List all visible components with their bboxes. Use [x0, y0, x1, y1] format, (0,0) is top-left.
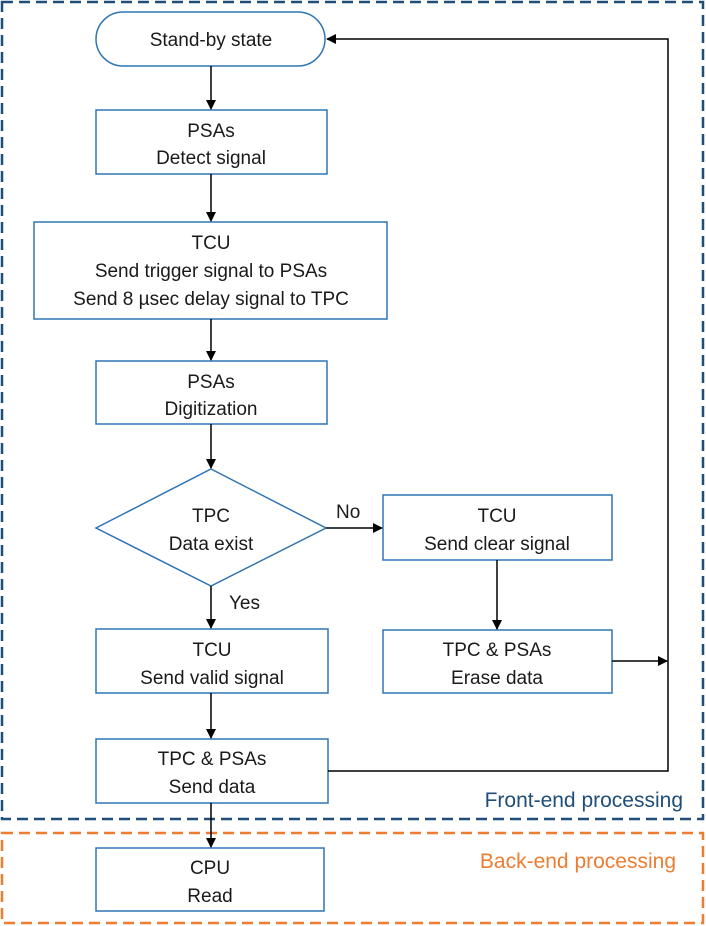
cpu-read-title: CPU: [190, 858, 230, 879]
front-end-region: [0, 0, 705, 821]
tpc-decision-title: TPC: [192, 506, 230, 527]
back-end-region: [0, 831, 705, 925]
tcu-trigger-line2: Send 8 µsec delay signal to TPC: [73, 289, 349, 310]
psa-digitize-node: [95, 360, 328, 425]
cpu-read-desc: Read: [187, 886, 232, 907]
cpu-read-node: [95, 847, 325, 912]
tpc-decision-node: [94, 468, 328, 587]
psa-digitize-title: PSAs: [187, 372, 235, 393]
send-data-node: [95, 738, 329, 804]
arrow-loop-back-to-standby: [326, 34, 669, 772]
psa-detect-title: PSAs: [187, 121, 235, 142]
send-data-title: TPC & PSAs: [158, 749, 267, 770]
psa-detect-desc: Detect signal: [156, 148, 266, 169]
tcu-trigger-title: TCU: [191, 233, 230, 254]
tcu-clear-title: TCU: [477, 506, 516, 527]
tcu-valid-node: [95, 628, 329, 694]
front-end-label: Front-end processing: [485, 789, 683, 812]
no-label: No: [336, 502, 360, 523]
tpc-decision-desc: Data exist: [169, 534, 254, 555]
erase-title: TPC & PSAs: [443, 640, 552, 661]
tcu-clear-node: [382, 494, 613, 561]
tcu-valid-desc: Send valid signal: [140, 668, 284, 689]
erase-desc: Erase data: [451, 668, 543, 689]
psa-detect-node: [95, 109, 328, 175]
back-end-label: Back-end processing: [480, 850, 676, 873]
standby-label: Stand-by state: [150, 30, 273, 51]
erase-node: [382, 629, 613, 694]
send-data-desc: Send data: [169, 777, 256, 798]
yes-label: Yes: [229, 593, 260, 614]
tcu-clear-desc: Send clear signal: [424, 534, 570, 555]
psa-digitize-desc: Digitization: [165, 399, 258, 420]
tcu-trigger-line1: Send trigger signal to PSAs: [95, 261, 327, 282]
tcu-valid-title: TCU: [192, 640, 231, 661]
